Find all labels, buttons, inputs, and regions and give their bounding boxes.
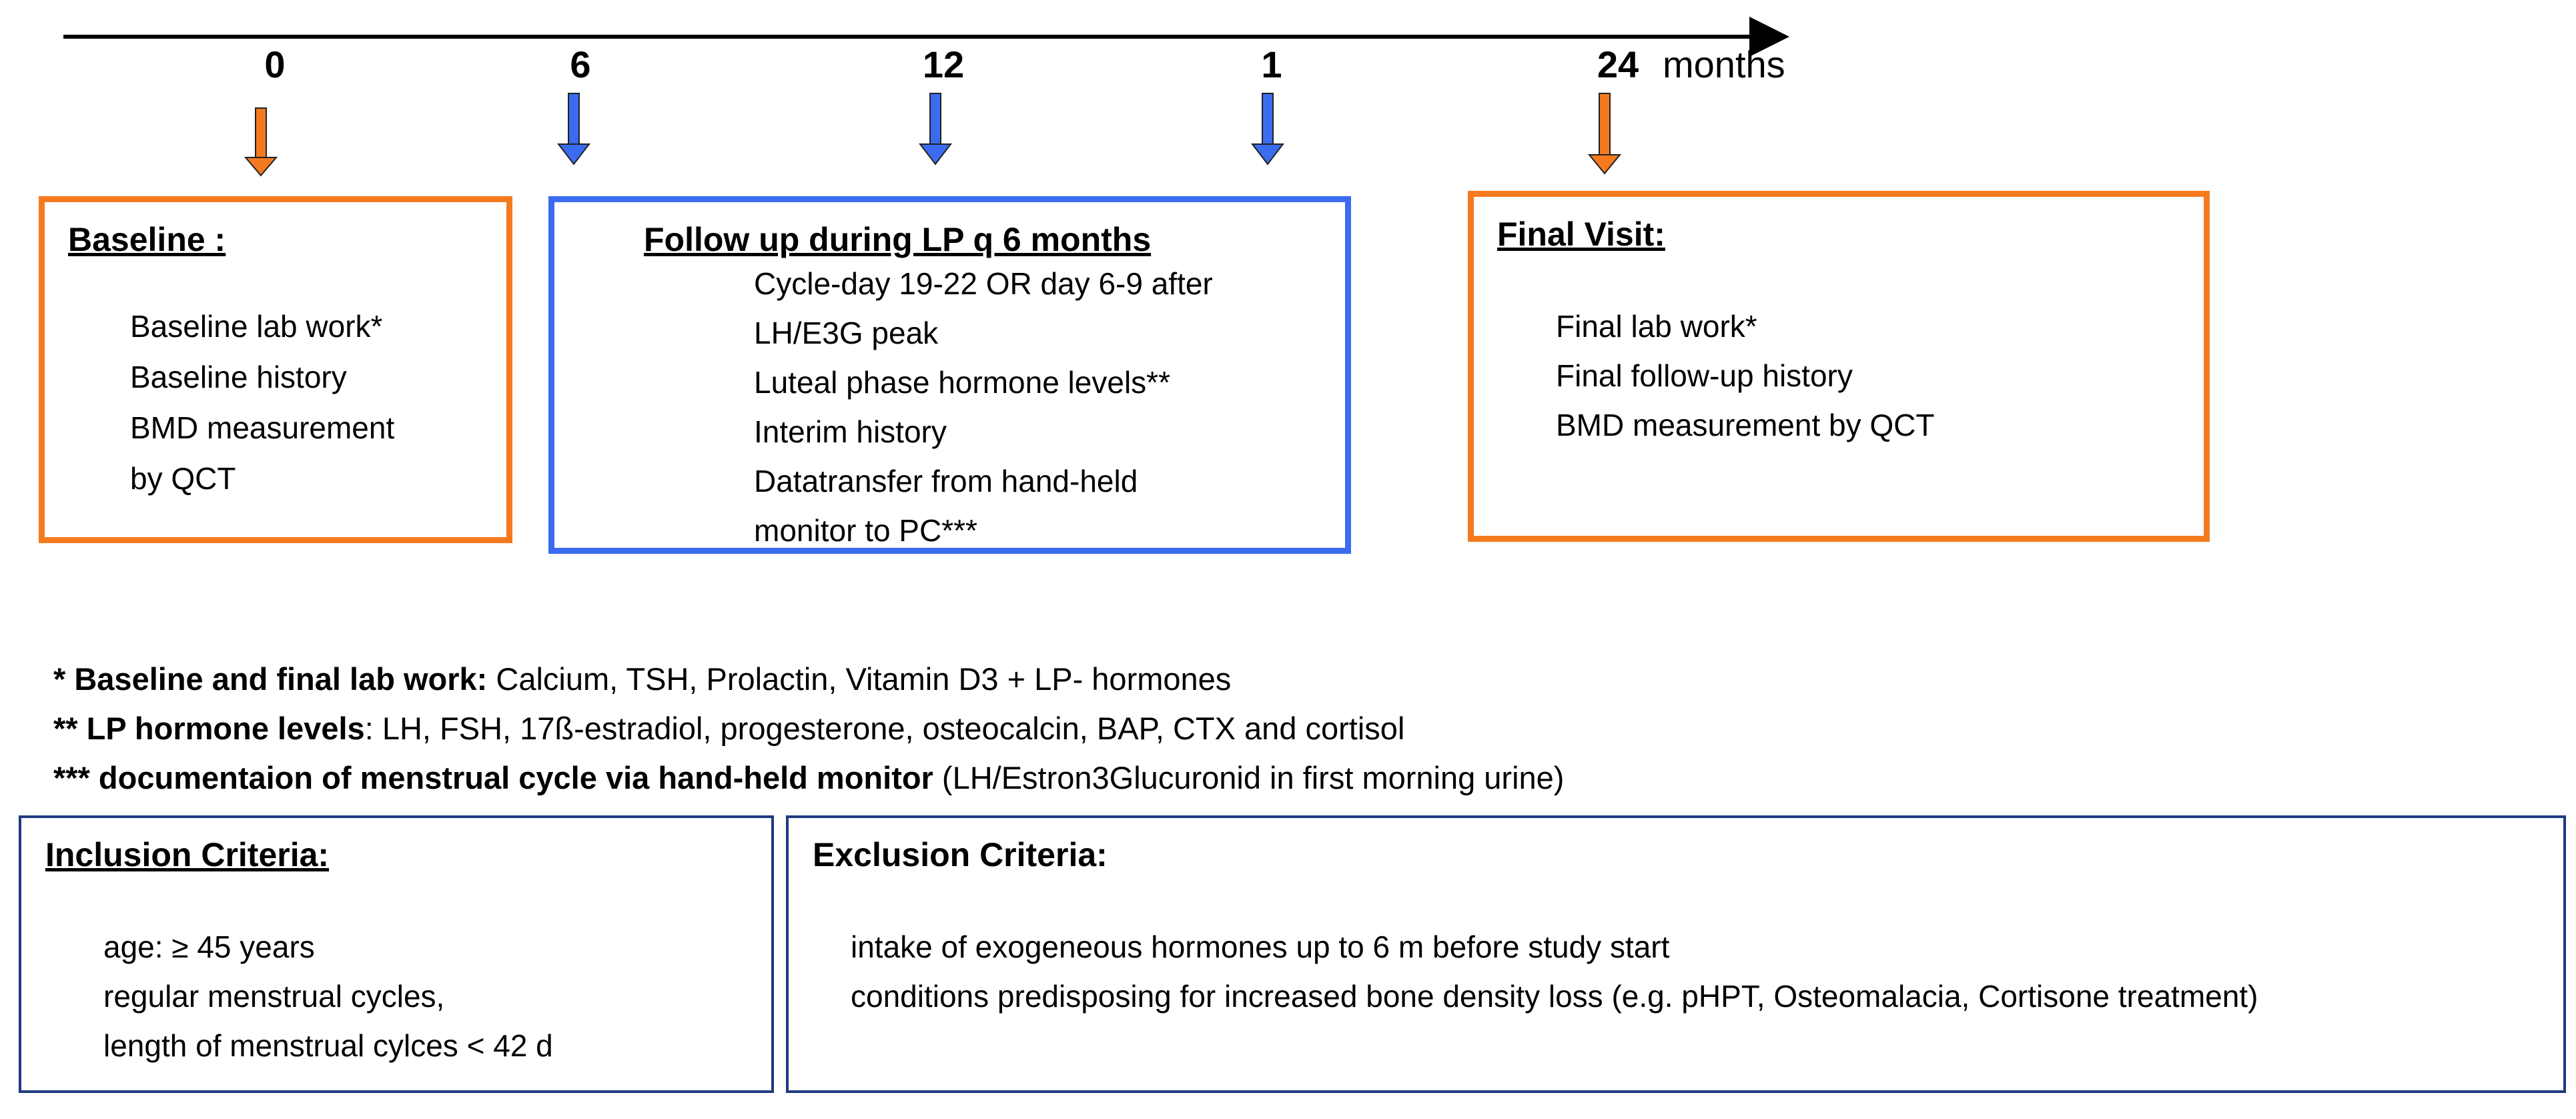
followup-box	[548, 196, 1351, 554]
baseline-item: Baseline lab work*	[130, 309, 383, 344]
tick-label-6: 6	[570, 43, 591, 85]
tick-label-24: 24	[1597, 43, 1639, 85]
months-unit-label: months	[1663, 43, 1785, 85]
timeline-arrow-6	[556, 93, 591, 165]
inclusion-item: age: ≥ 45 years	[103, 929, 315, 964]
followup-item: Luteal phase hormone levels**	[754, 365, 1170, 400]
final-visit-title: Final Visit:	[1497, 216, 1665, 253]
baseline-item: Baseline history	[130, 360, 347, 394]
exclusion-item: conditions predisposing for increased bo…	[851, 979, 2258, 1014]
followup-item: Datatransfer from hand-held	[754, 464, 1138, 498]
inclusion-criteria-box	[19, 815, 774, 1093]
footnote-cycle-documentation: *** documentaion of menstrual cycle via …	[53, 760, 1565, 795]
inclusion-item: regular menstrual cycles,	[103, 979, 445, 1014]
footnote-lp-hormones: ** LP hormone levels: LH, FSH, 17ß-estra…	[53, 711, 1405, 746]
baseline-item: BMD measurement	[130, 410, 395, 445]
exclusion-criteria-title: Exclusion Criteria:	[813, 836, 1108, 873]
footnote-lab-work: * Baseline and final lab work: Calcium, …	[53, 661, 1232, 697]
exclusion-criteria-box	[786, 815, 2566, 1093]
tick-label-18: 1	[1261, 43, 1282, 85]
timeline	[63, 17, 1789, 177]
followup-item: monitor to PC***	[754, 513, 977, 548]
followup-item: LH/E3G peak	[754, 316, 939, 350]
tick-label-0: 0	[264, 43, 286, 85]
tick-label-12: 12	[922, 43, 965, 85]
inclusion-item: length of menstrual cylces < 42 d	[103, 1028, 553, 1063]
followup-item: Interim history	[754, 414, 947, 449]
inclusion-criteria-title: Inclusion Criteria:	[45, 836, 330, 873]
timeline-arrow-24	[1587, 93, 1622, 175]
timeline-arrow-18	[1250, 93, 1285, 165]
final-visit-item: BMD measurement by QCT	[1556, 408, 1935, 442]
followup-title: Follow up during LP q 6 months	[644, 221, 1152, 258]
final-visit-item: Final lab work*	[1556, 309, 1757, 344]
timeline-arrow-0	[244, 107, 278, 177]
final-visit-box	[1468, 191, 2210, 542]
baseline-box	[39, 196, 512, 543]
exclusion-item: intake of exogeneous hormones up to 6 m …	[851, 929, 1670, 964]
baseline-title: Baseline :	[68, 221, 226, 258]
baseline-item: by QCT	[130, 461, 236, 496]
final-visit-item: Final follow-up history	[1556, 358, 1853, 393]
timeline-arrow-12	[918, 93, 953, 165]
followup-item: Cycle-day 19-22 OR day 6-9 after	[754, 266, 1213, 301]
